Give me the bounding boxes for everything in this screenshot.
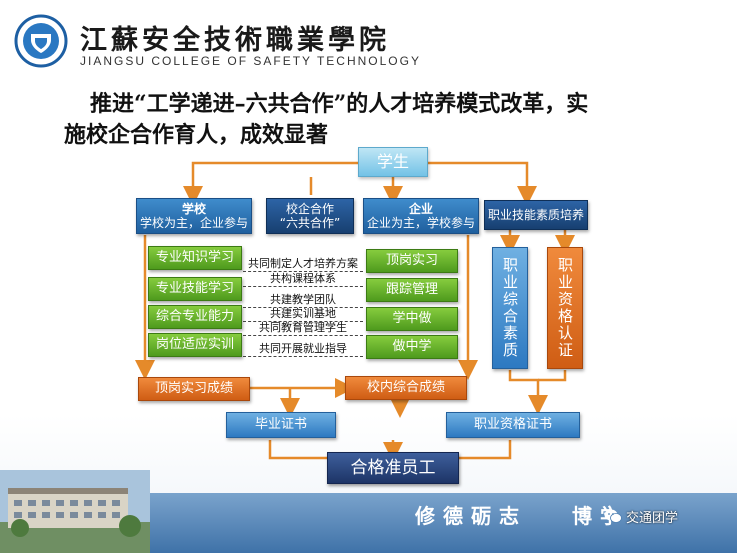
motto-1: 修德砺志 (415, 504, 527, 528)
internship-score-box: 顶岗实习成绩 (138, 377, 250, 401)
coop-box: 校企合作 “六共合作” (266, 198, 354, 234)
school-name-english: JIANGSU COLLEGE OF SAFETY TECHNOLOGY (80, 54, 421, 68)
slide-title-line-2: 施校企合作育人，成效显著 (64, 122, 329, 148)
school-item-3: 综合专业能力 (148, 305, 242, 329)
enterprise-subtitle: 企业为主，学校参与 (366, 216, 475, 230)
cert-vertical-label: 职业资格认证 (556, 257, 574, 359)
quality-vertical-label: 职业综合素质 (501, 257, 519, 359)
school-title: 学校 (181, 202, 206, 216)
quality-vertical-box: 职业综合素质 (492, 247, 528, 369)
enterprise-item-2: 跟踪管理 (366, 278, 458, 302)
coop-subtitle: “六共合作” (279, 216, 341, 230)
qualified-employee-box: 合格准员工 (327, 452, 459, 484)
school-subtitle: 学校为主，企业参与 (139, 216, 248, 230)
diploma-box: 毕业证书 (226, 412, 336, 438)
school-item-label: 专业知识学习 (155, 250, 234, 265)
school-box: 学校 学校为主，企业参与 (136, 198, 252, 234)
wechat-account-name: 交通团学 (626, 511, 679, 526)
quality-training-box: 职业技能素质培养 (484, 200, 588, 230)
campus-score-label: 校内综合成绩 (366, 380, 445, 395)
student-box: 学生 (358, 147, 428, 177)
coop-item-1: 共同制定人才培养方案 (243, 255, 363, 272)
wechat-icon (604, 509, 622, 523)
coop-item-6: 共同开展就业指导 (243, 340, 363, 357)
student-label: 学生 (376, 152, 409, 171)
quality-training-label: 职业技能素质培养 (487, 208, 584, 222)
diploma-label: 毕业证书 (254, 417, 307, 432)
enterprise-item-3: 学中做 (366, 307, 458, 331)
coop-item-4: 共建实训基地 (243, 305, 363, 322)
campus-score-box: 校内综合成绩 (345, 376, 467, 400)
school-item-2: 专业技能学习 (148, 277, 242, 301)
vocational-cert-label: 职业资格证书 (473, 417, 552, 432)
internship-score-label: 顶岗实习成绩 (154, 381, 233, 396)
enterprise-box: 企业 企业为主，学校参与 (363, 198, 479, 234)
slide-title-line-1: 推进“工学递进–六共合作”的人才培养模式改革，实 (90, 91, 589, 117)
school-item-1: 专业知识学习 (148, 246, 242, 270)
coop-item-3: 共建教学团队 (243, 291, 363, 308)
school-name-chinese: 江蘇安全技術職業學院 (80, 25, 390, 56)
school-item-4: 岗位适应实训 (148, 333, 242, 357)
qualified-employee-label: 合格准员工 (350, 458, 436, 478)
school-item-label: 岗位适应实训 (155, 337, 234, 352)
enterprise-title: 企业 (408, 202, 433, 216)
enterprise-item-4: 做中学 (366, 335, 458, 359)
enterprise-item-1: 顶岗实习 (366, 249, 458, 273)
cert-vertical-box: 职业资格认证 (547, 247, 583, 369)
vocational-cert-box: 职业资格证书 (446, 412, 580, 438)
school-item-label: 专业技能学习 (155, 281, 234, 296)
enterprise-item-label: 做中学 (392, 339, 432, 354)
enterprise-item-label: 跟踪管理 (385, 282, 438, 297)
coop-title: 校企合作 (285, 202, 334, 216)
coop-item-5: 共同教育管理学生 (243, 319, 363, 336)
school-item-label: 综合专业能力 (155, 309, 234, 324)
school-logo-icon (14, 14, 68, 68)
campus-building-photo-icon (0, 470, 150, 553)
enterprise-item-label: 学中做 (392, 311, 432, 326)
coop-item-2: 共构课程体系 (243, 270, 363, 287)
enterprise-item-label: 顶岗实习 (385, 253, 438, 268)
